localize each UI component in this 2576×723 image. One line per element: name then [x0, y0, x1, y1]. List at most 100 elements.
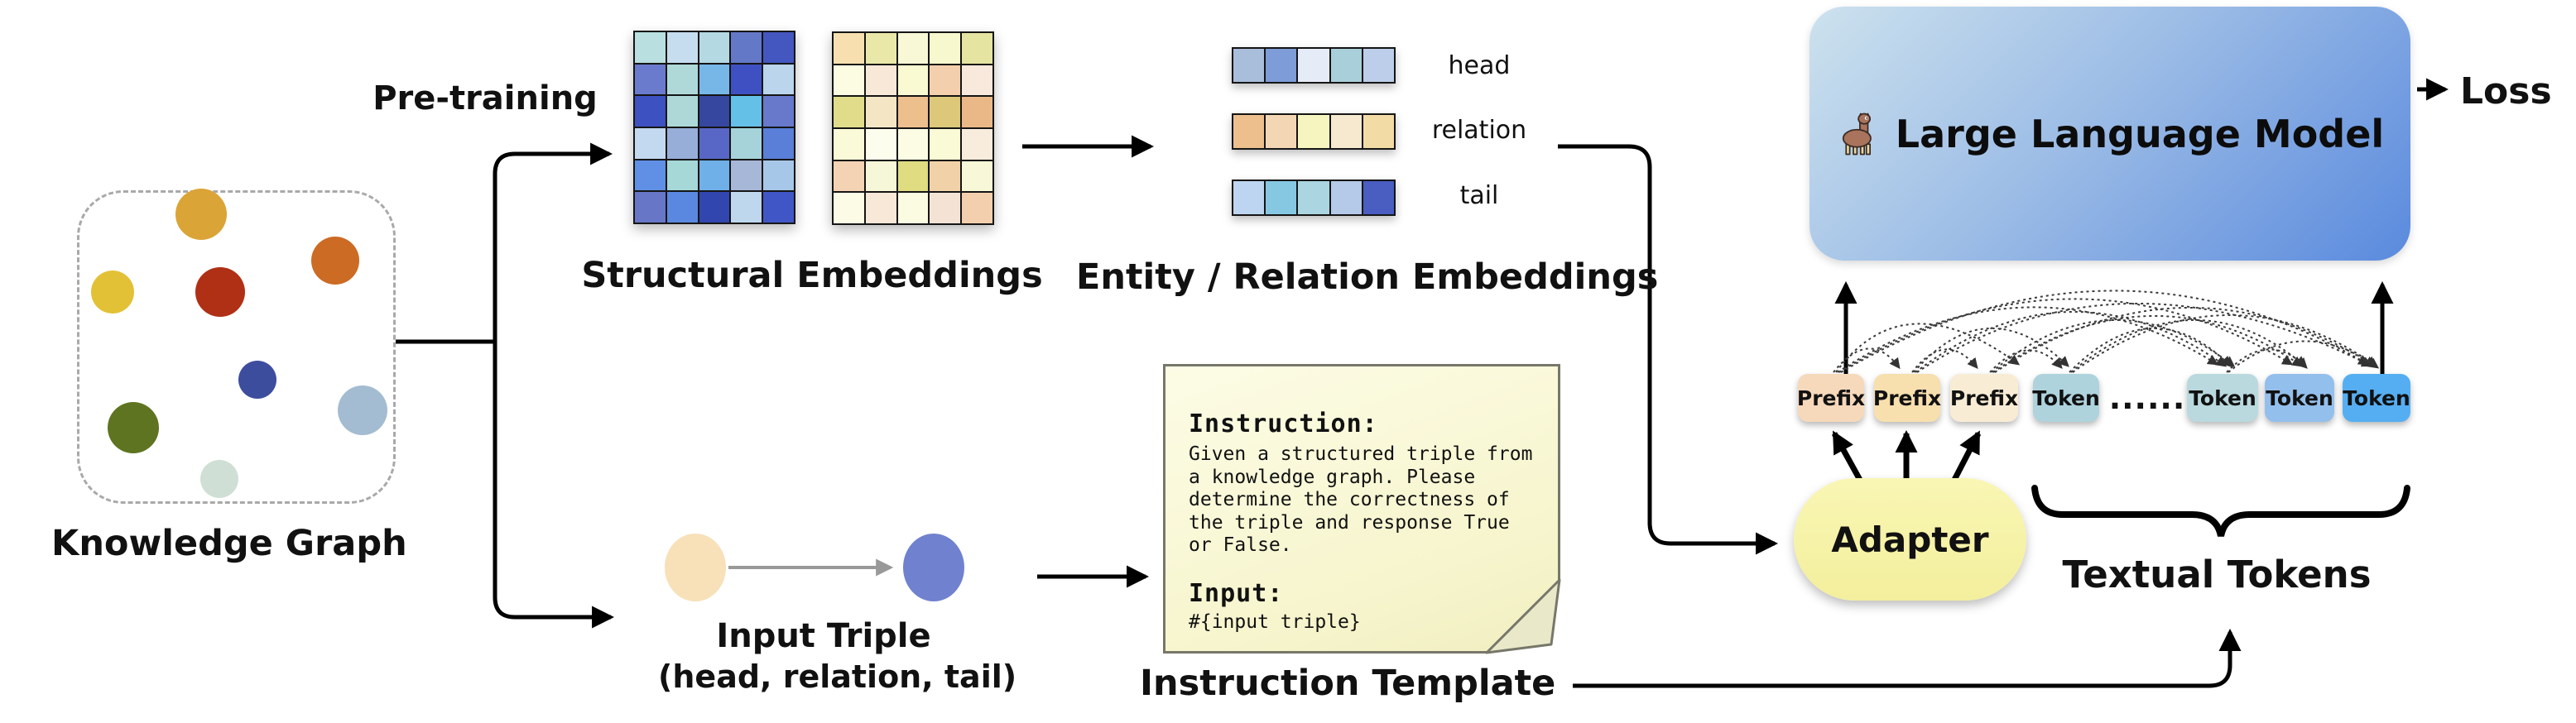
embedding-cell [731, 192, 762, 223]
embedding-cell [699, 160, 730, 191]
tail-vector [1232, 180, 1396, 216]
embedding-cell [731, 96, 762, 127]
embedding-cell [1330, 181, 1362, 214]
knowledge-graph-label: Knowledge Graph [51, 523, 407, 564]
embedding-cell [1233, 49, 1265, 82]
embedding-cell [666, 96, 698, 127]
embedding-cell [834, 65, 864, 96]
embedding-cell [1233, 181, 1265, 214]
input-triple-head-node [665, 534, 726, 601]
prefix-token-2: Prefix [1873, 374, 1941, 422]
embedding-cell [731, 64, 762, 95]
embedding-cell [962, 193, 992, 223]
gold-node [175, 189, 227, 240]
embedding-cell [930, 193, 961, 223]
connector-note-to-tokens [1573, 628, 2242, 688]
embedding-cell [635, 127, 666, 159]
embedding-cell [635, 160, 666, 191]
olive-node [108, 402, 159, 453]
embedding-cell [930, 128, 961, 160]
arrow-to-input-triple [493, 174, 615, 629]
prefix-token-1: Prefix [1797, 374, 1865, 422]
llm-label: Large Language Model [1895, 111, 2385, 156]
head-vector [1232, 47, 1396, 84]
embedding-cell [930, 160, 961, 192]
text-token-4: Token [2343, 374, 2410, 422]
tail-label: tail [1459, 181, 1499, 210]
embedding-cell [834, 160, 864, 192]
embedding-cell [1298, 181, 1329, 214]
knowledge-graph-panel [77, 190, 396, 504]
red-node [195, 267, 245, 317]
llama-icon [1842, 113, 1872, 155]
embedding-cell [865, 193, 896, 223]
embedding-cell [962, 97, 992, 127]
entity-relation-embeddings-label: Entity / Relation Embeddings [1076, 256, 1659, 298]
embedding-cell [1266, 49, 1297, 82]
orange-node [311, 237, 359, 285]
embedding-cell [897, 97, 929, 127]
embedding-cell [666, 127, 698, 159]
embedding-cell [699, 127, 730, 159]
embedding-cell [635, 64, 666, 95]
steel-node [338, 385, 387, 435]
embedding-cell [865, 160, 896, 192]
note-body: Given a structured triple from a knowled… [1189, 443, 1533, 557]
embedding-cell [731, 127, 762, 159]
embedding-cell [763, 160, 794, 191]
embedding-cell [930, 33, 961, 64]
embedding-cell [763, 32, 794, 63]
embedding-cell [897, 193, 929, 223]
loss-label: Loss [2460, 70, 2552, 113]
embedding-cell [930, 65, 961, 96]
relation-vector [1232, 113, 1396, 150]
embedding-cell [1298, 115, 1329, 148]
text-token-1: Token [2032, 374, 2100, 422]
navy-node [238, 361, 276, 399]
adapter-to-prefix-arrows [1831, 429, 1982, 483]
instruction-note: Instruction: Given a structured triple f… [1163, 364, 1560, 654]
input-triple-tail-node [903, 534, 964, 601]
embedding-cell [930, 97, 961, 127]
embedding-cell [897, 65, 929, 96]
embedding-cell [962, 160, 992, 192]
embedding-cell [834, 33, 864, 64]
embedding-cell [763, 127, 794, 159]
embedding-cell [635, 192, 666, 223]
embedding-cell [1330, 49, 1362, 82]
arrow-to-matrices [493, 142, 613, 175]
embedding-cell [834, 193, 864, 223]
pretraining-label: Pre-training [372, 79, 598, 117]
embedding-cell [731, 32, 762, 63]
embedding-cell [763, 96, 794, 127]
kg-branch-connector [394, 142, 615, 629]
connector-embeddings-to-adapter [1558, 144, 1779, 555]
note-title: Instruction: [1189, 409, 1378, 438]
entity-embedding-matrix [633, 31, 795, 224]
embedding-cell [666, 32, 698, 63]
embedding-cell [666, 192, 698, 223]
embedding-cell [763, 192, 794, 223]
llm-box: Large Language Model [1809, 7, 2410, 261]
note-input-label: Input: [1189, 578, 1284, 608]
embedding-cell [699, 96, 730, 127]
embedding-cell [897, 160, 929, 192]
embedding-cell [666, 160, 698, 191]
embedding-cell [635, 96, 666, 127]
embedding-cell [962, 65, 992, 96]
embedding-cell [1362, 49, 1394, 82]
note-input-value: #{input triple} [1189, 610, 1361, 633]
embedding-cell [1266, 181, 1297, 214]
input-triple-sublabel: (head, relation, tail) [658, 658, 1017, 695]
prefix-token-3: Prefix [1950, 374, 2018, 422]
embedding-cell [699, 64, 730, 95]
embedding-cell [1233, 115, 1265, 148]
relation-embedding-matrix [832, 31, 994, 225]
token-ellipsis: ...... [2108, 380, 2186, 416]
yellow-node [91, 271, 134, 314]
embedding-cell [1330, 115, 1362, 148]
embedding-cell [865, 33, 896, 64]
embedding-cell [865, 65, 896, 96]
palegreen-node [200, 460, 238, 498]
